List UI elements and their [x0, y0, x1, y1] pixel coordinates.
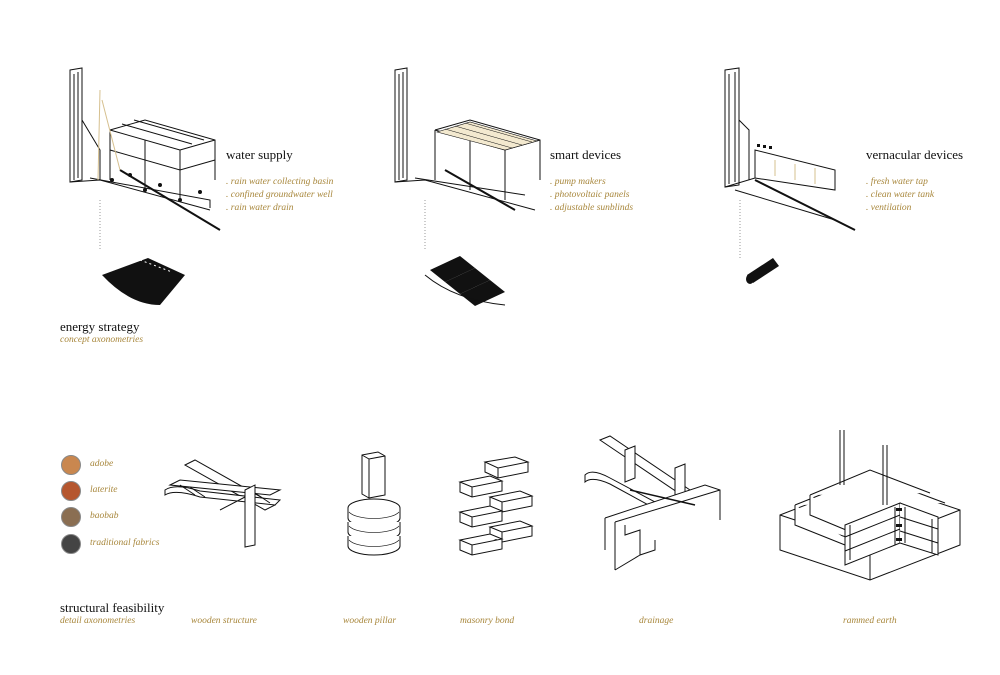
panel-title-vernacular-devices: vernacular devices — [866, 147, 964, 162]
panel-list-smart-devices: . pump makers . photovoltaic panels . ad… — [550, 176, 633, 215]
list-item: . adjustable sunblinds — [550, 203, 634, 213]
material-label-laterite: laterite — [90, 485, 118, 495]
adobe-swatch — [61, 455, 81, 475]
caption-drainage: drainage — [639, 616, 674, 626]
material-label-adobe: adobe — [90, 459, 114, 469]
list-item: . rain water collecting basin — [226, 177, 334, 187]
caption-wooden-pillar: wooden pillar — [343, 616, 397, 626]
material-label-baobab: baobab — [90, 511, 119, 521]
water-supply-axonometry — [69, 67, 221, 305]
vernacular-devices-axonometry — [724, 67, 856, 284]
panel-title-water-supply: water supply — [226, 147, 293, 162]
panel-list-water-supply: . rain water collecting basin . confined… — [226, 176, 333, 215]
list-item: . rain water drain — [226, 203, 294, 213]
panel-title-smart-devices: smart devices — [550, 147, 622, 162]
material-label-traditional-fabrics: traditional fabrics — [90, 538, 160, 548]
traditional-fabrics-swatch — [61, 534, 81, 554]
structural-feasibility-subtitle: detail axonometries — [60, 616, 136, 626]
structural-feasibility-title: structural feasibility — [60, 600, 165, 615]
drainage-axonometry — [584, 435, 721, 571]
photovoltaic-panels — [424, 256, 506, 306]
masonry-bond-axonometry — [458, 456, 534, 556]
caption-rammed-earth: rammed earth — [843, 616, 897, 626]
wooden-pillar-axonometry — [347, 451, 401, 556]
energy-strategy-subtitle: concept axonometries — [60, 335, 144, 345]
list-item: . confined groundwater well — [226, 190, 333, 200]
baobab-swatch — [61, 507, 81, 527]
wooden-structure-axonometry — [164, 459, 282, 548]
basin-sheet — [102, 258, 185, 305]
caption-wooden-structure: wooden structure — [191, 616, 257, 626]
list-item: . ventilation — [866, 203, 912, 213]
energy-strategy-title: energy strategy — [60, 319, 140, 334]
list-item: . photovoltaic panels — [550, 190, 630, 200]
smart-devices-axonometry — [394, 67, 541, 306]
caption-masonry-bond: masonry bond — [460, 616, 515, 626]
water-tank-cylinder — [746, 258, 779, 284]
list-item: . fresh water tap — [866, 177, 928, 187]
rammed-earth-axonometry — [779, 430, 961, 581]
panel-list-vernacular-devices: . fresh water tap . clean water tank . v… — [866, 176, 934, 215]
list-item: . clean water tank — [866, 190, 935, 200]
list-item: . pump makers — [550, 177, 606, 187]
laterite-swatch — [61, 481, 81, 501]
